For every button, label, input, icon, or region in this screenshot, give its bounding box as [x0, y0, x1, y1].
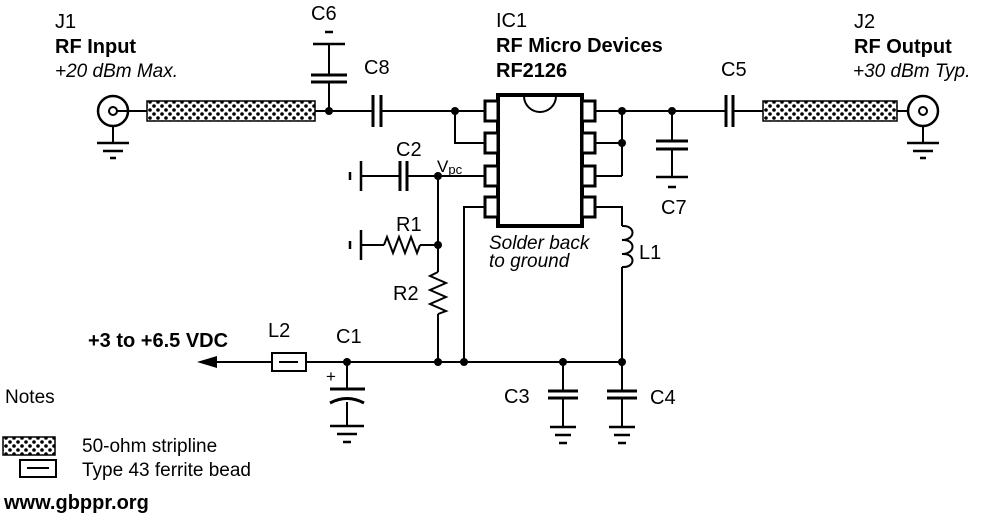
inductor-l1: L1 — [595, 206, 661, 362]
j2-ground-icon — [907, 141, 939, 160]
power-rail: +3 to +6.5 VDC L2 C1 + C3 — [88, 320, 676, 445]
ic1-pin — [580, 164, 597, 188]
c7-plates — [656, 139, 688, 151]
capacitor-c5: C5 — [721, 59, 747, 127]
c7-label: C7 — [661, 197, 687, 219]
capacitor-c3: C3 — [504, 362, 578, 445]
r2-label: R2 — [393, 283, 419, 305]
input-stripline — [146, 100, 316, 122]
pin4-left-wire — [463, 206, 485, 362]
c3-plates — [548, 389, 578, 400]
ferrite-legend-label: Type 43 ferrite bead — [82, 460, 251, 481]
j2-name-label: RF Output — [854, 36, 952, 58]
ic1-pin — [580, 99, 597, 123]
j2-rating-label: +30 dBm Typ. — [853, 61, 970, 82]
l1-wire — [595, 206, 623, 362]
c1-label: C1 — [336, 326, 362, 348]
junction-dot — [434, 241, 442, 249]
stripline-legend-label: 50-ohm stripline — [82, 436, 217, 457]
j1-ref-label: J1 — [55, 11, 76, 33]
l1-coil-icon — [621, 224, 634, 269]
c4-label: C4 — [650, 387, 676, 409]
supply-arrow-icon — [197, 356, 217, 368]
j2-connector: J2 RF Output +30 dBm Typ. — [853, 11, 970, 160]
j1-connector: J1 RF Input +20 dBm Max. — [55, 11, 178, 160]
c8-label: C8 — [364, 57, 390, 79]
capacitor-c8: C8 — [364, 57, 390, 127]
ic1-note-line2: to ground — [489, 251, 571, 272]
j1-rating-label: +20 dBm Max. — [55, 61, 178, 82]
ic1-pin — [580, 195, 597, 219]
j2-center-pin-icon — [918, 106, 928, 116]
c5-label: C5 — [721, 59, 747, 81]
r1-zigzag — [383, 234, 421, 256]
c6-label: C6 — [311, 3, 337, 25]
junction-dot — [434, 358, 442, 366]
l1-label: L1 — [639, 242, 661, 264]
junction-dot — [618, 139, 626, 147]
r2-zigzag — [427, 271, 449, 315]
vpc-label: Vpc — [437, 157, 463, 177]
ic1-note-line1: Solder back — [489, 233, 591, 254]
ic1-ref-label: IC1 — [496, 10, 527, 32]
ic1-pin — [483, 99, 500, 123]
ferrite-bead-l2: L2 — [268, 320, 307, 372]
c4-ground-icon — [609, 425, 635, 445]
j1-ground-icon — [97, 141, 129, 160]
notes-legend: Notes 50-ohm stripline Type 43 ferrite b… — [2, 387, 251, 481]
capacitor-c4: C4 — [607, 362, 676, 445]
j1-center-pin-icon — [108, 106, 118, 116]
j1-stub-wire — [112, 110, 147, 143]
c3-ground-icon — [550, 425, 576, 445]
ic1: IC1 RF Micro Devices RF2126 Solder back … — [483, 10, 663, 272]
resistor-r2: R2 — [393, 271, 449, 362]
junction-dot — [460, 358, 468, 366]
j1-name-label: RF Input — [55, 36, 136, 58]
input-network: C6 C8 — [311, 3, 485, 144]
c1-ground-icon — [330, 424, 364, 444]
website-label: www.gbppr.org — [3, 492, 149, 514]
c7-ground-icon — [656, 175, 688, 189]
capacitor-c1: C1 + — [326, 326, 365, 444]
ic1-pin — [580, 131, 597, 155]
output-stripline — [762, 100, 898, 122]
notes-heading: Notes — [5, 387, 55, 408]
c5-plates — [724, 95, 735, 127]
ic1-pin — [483, 131, 500, 155]
capacitor-c2: C2 — [348, 139, 485, 191]
c8-plates — [371, 95, 383, 127]
j2-ref-label: J2 — [854, 11, 875, 33]
c4-plates — [607, 389, 637, 400]
c2-label: C2 — [396, 139, 422, 161]
ic1-part-label: RF2126 — [496, 60, 567, 82]
ic1-manufacturer-label: RF Micro Devices — [496, 35, 663, 57]
output-pin-tie-wire — [595, 111, 623, 177]
r1-label: R1 — [396, 214, 422, 236]
supply-voltage-label: +3 to +6.5 VDC — [88, 330, 228, 352]
ic1-pin — [483, 164, 500, 188]
l2-label: L2 — [268, 320, 290, 342]
ic1-notch-icon — [523, 95, 557, 113]
bias-network: C2 Vpc R1 R2 — [348, 139, 485, 362]
c1-polarity-label: + — [326, 367, 336, 386]
stripline-swatch — [2, 436, 56, 456]
c2-plates — [398, 161, 409, 191]
pin2-branch-wire — [454, 111, 485, 144]
c2-ground-icon — [348, 161, 363, 191]
output-network: C7 C5 L1 — [595, 59, 763, 362]
ic1-pin — [483, 195, 500, 219]
c6-plates — [311, 73, 347, 84]
c6-ground-icon — [313, 30, 345, 46]
c3-label: C3 — [504, 386, 530, 408]
r1-ground-icon — [348, 230, 363, 260]
capacitor-c6: C6 — [311, 3, 347, 111]
ic1-body — [496, 93, 584, 228]
resistor-r1: R1 — [348, 214, 438, 260]
capacitor-c7: C7 — [656, 111, 688, 219]
c1-curved-plate — [329, 397, 365, 405]
